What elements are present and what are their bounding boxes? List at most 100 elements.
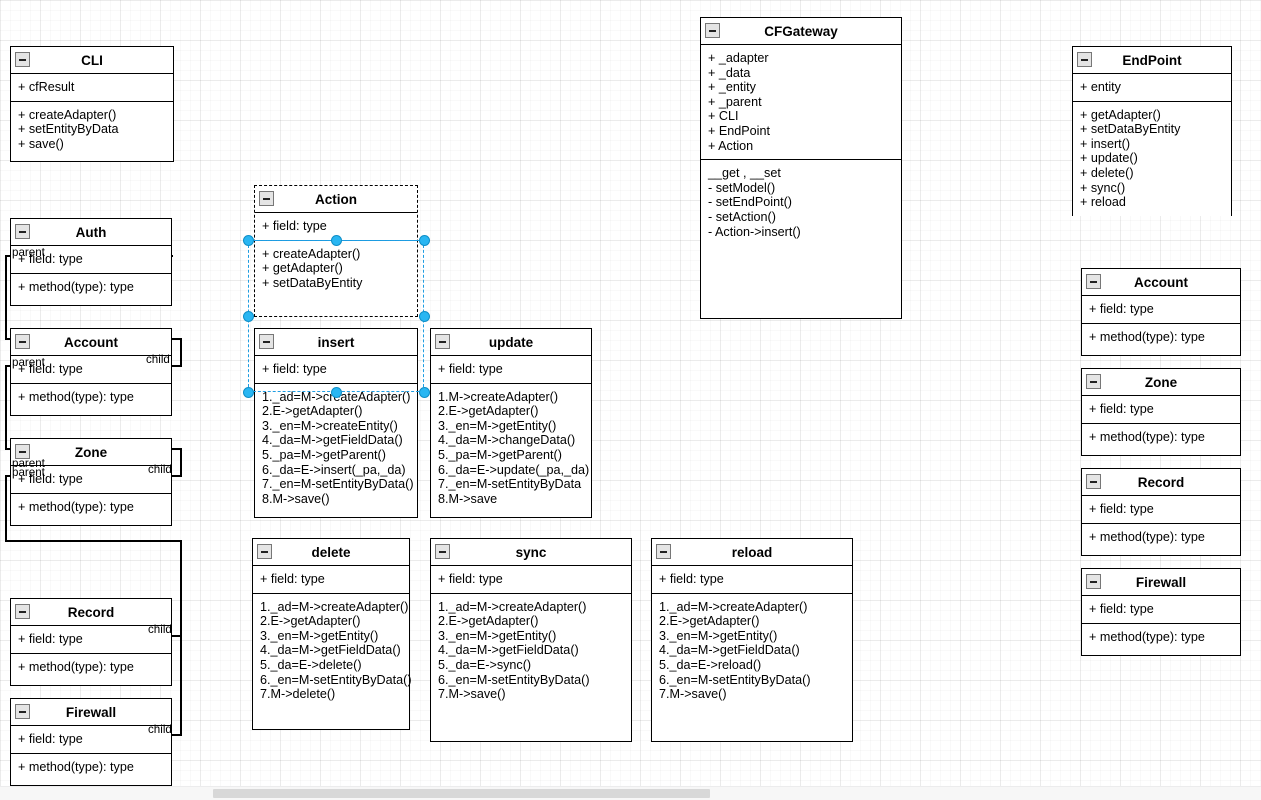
class-title-bar[interactable]: Account [11,329,171,356]
collapse-minus-icon[interactable] [15,52,30,67]
connector-segment[interactable] [180,540,182,735]
uml-class-record-left[interactable]: Record+ field: type+ method(type): type [10,598,172,686]
uml-class-account-left[interactable]: Account+ field: type+ method(type): type [10,328,172,416]
class-title-bar[interactable]: CLI [11,47,173,74]
class-title-bar[interactable]: delete [253,539,409,566]
attributes-compartment[interactable]: + field: type [11,626,171,653]
attributes-compartment[interactable]: + field: type [1082,496,1240,523]
uml-class-account-right[interactable]: Account+ field: type+ method(type): type [1081,268,1241,356]
resize-handle-3[interactable] [242,310,254,322]
uml-class-zone-right[interactable]: Zone+ field: type+ method(type): type [1081,368,1241,456]
attributes-compartment[interactable]: + field: type [431,566,631,593]
collapse-minus-icon[interactable] [257,544,272,559]
horizontal-scrollbar-track[interactable] [0,786,1261,800]
resize-handle-0[interactable] [242,234,254,246]
collapse-minus-icon[interactable] [1077,52,1092,67]
class-title-bar[interactable]: update [431,329,591,356]
attributes-compartment[interactable]: + field: type [253,566,409,593]
connector-segment[interactable] [180,338,182,366]
attributes-compartment[interactable]: + _adapter+ _data+ _entity+ _parent+ CLI… [701,45,901,160]
methods-compartment[interactable]: + method(type): type [1082,622,1240,651]
resize-handle-1[interactable] [330,234,342,246]
methods-compartment[interactable]: 1._ad=M->createAdapter()2.E->getAdapter(… [652,592,852,708]
attributes-compartment[interactable]: + cfResult [11,74,173,101]
methods-compartment[interactable]: 1._ad=M->createAdapter()2.E->getAdapter(… [253,592,412,708]
resize-handle-7[interactable] [418,386,430,398]
uml-class-cli[interactable]: CLI+ cfResult+ createAdapter()+ setEntit… [10,46,174,162]
methods-compartment[interactable]: + method(type): type [11,652,171,681]
attributes-compartment[interactable]: + field: type [1082,596,1240,623]
methods-compartment[interactable]: 1._ad=M->createAdapter()2.E->getAdapter(… [431,592,631,708]
collapse-minus-icon[interactable] [15,224,30,239]
methods-compartment[interactable]: + createAdapter()+ getAdapter()+ setData… [255,239,417,297]
attributes-compartment[interactable]: + field: type [11,246,171,273]
methods-compartment[interactable]: + method(type): type [1082,322,1240,351]
attributes-compartment[interactable]: + field: type [652,566,852,593]
class-title-bar[interactable]: Action [255,186,417,213]
class-title-bar[interactable]: Firewall [11,699,171,726]
attributes-compartment[interactable]: + field: type [1082,296,1240,323]
horizontal-scrollbar-thumb[interactable] [213,789,710,798]
collapse-minus-icon[interactable] [259,191,274,206]
uml-class-firewall-left[interactable]: Firewall+ field: type+ method(type): typ… [10,698,172,786]
connector-segment[interactable] [5,255,7,338]
class-title-bar[interactable]: Record [1082,469,1240,496]
class-title-bar[interactable]: Record [11,599,171,626]
collapse-minus-icon[interactable] [15,704,30,719]
collapse-minus-icon[interactable] [1086,474,1101,489]
attributes-compartment[interactable]: + field: type [431,356,591,383]
collapse-minus-icon[interactable] [15,334,30,349]
connector-segment[interactable] [5,475,7,540]
methods-compartment[interactable]: __get , __set- setModel()- setEndPoint()… [701,159,901,246]
class-title-bar[interactable]: Firewall [1082,569,1240,596]
collapse-minus-icon[interactable] [15,604,30,619]
resize-handle-6[interactable] [330,386,342,398]
uml-class-auth[interactable]: Auth+ field: type+ method(type): type [10,218,172,306]
collapse-minus-icon[interactable] [1086,574,1101,589]
connector-segment[interactable] [5,365,7,448]
methods-compartment[interactable]: + method(type): type [11,272,171,301]
methods-compartment[interactable]: 1._ad=M->createAdapter()2.E->getAdapter(… [255,382,417,513]
collapse-minus-icon[interactable] [435,544,450,559]
uml-class-record-right[interactable]: Record+ field: type+ method(type): type [1081,468,1241,556]
methods-compartment[interactable]: + createAdapter()+ setEntityByData+ save… [11,100,173,158]
class-title-bar[interactable]: EndPoint [1073,47,1231,74]
collapse-minus-icon[interactable] [656,544,671,559]
uml-class-insert[interactable]: insert+ field: type1._ad=M->createAdapte… [254,328,418,518]
collapse-minus-icon[interactable] [435,334,450,349]
collapse-minus-icon[interactable] [705,23,720,38]
uml-class-action[interactable]: Action+ field: type+ createAdapter()+ ge… [254,185,418,317]
class-title-bar[interactable]: CFGateway [701,18,901,45]
attributes-compartment[interactable]: + field: type [1082,396,1240,423]
attributes-compartment[interactable]: + field: type [11,726,171,753]
collapse-minus-icon[interactable] [259,334,274,349]
class-title-bar[interactable]: sync [431,539,631,566]
uml-class-cfgateway[interactable]: CFGateway+ _adapter+ _data+ _entity+ _pa… [700,17,902,319]
methods-compartment[interactable]: 1.M->createAdapter()2.E->getAdapter()3._… [431,382,591,513]
class-title-bar[interactable]: Auth [11,219,171,246]
connector-segment[interactable] [5,540,181,542]
class-title-bar[interactable]: insert [255,329,417,356]
attributes-compartment[interactable]: + field: type [11,356,171,383]
methods-compartment[interactable]: + method(type): type [11,752,171,781]
methods-compartment[interactable]: + method(type): type [1082,522,1240,551]
class-title-bar[interactable]: reload [652,539,852,566]
methods-compartment[interactable]: + method(type): type [11,492,171,521]
connector-segment[interactable] [180,448,182,476]
methods-compartment[interactable]: + method(type): type [1082,422,1240,451]
attributes-compartment[interactable]: + entity [1073,74,1231,101]
collapse-minus-icon[interactable] [1086,374,1101,389]
collapse-minus-icon[interactable] [1086,274,1101,289]
class-title-bar[interactable]: Zone [1082,369,1240,396]
resize-handle-5[interactable] [242,386,254,398]
uml-class-firewall-right[interactable]: Firewall+ field: type+ method(type): typ… [1081,568,1241,656]
methods-compartment[interactable]: + getAdapter()+ setDataByEntity+ insert(… [1073,100,1231,216]
class-title-bar[interactable]: Account [1082,269,1240,296]
resize-handle-2[interactable] [418,234,430,246]
methods-compartment[interactable]: + method(type): type [11,382,171,411]
